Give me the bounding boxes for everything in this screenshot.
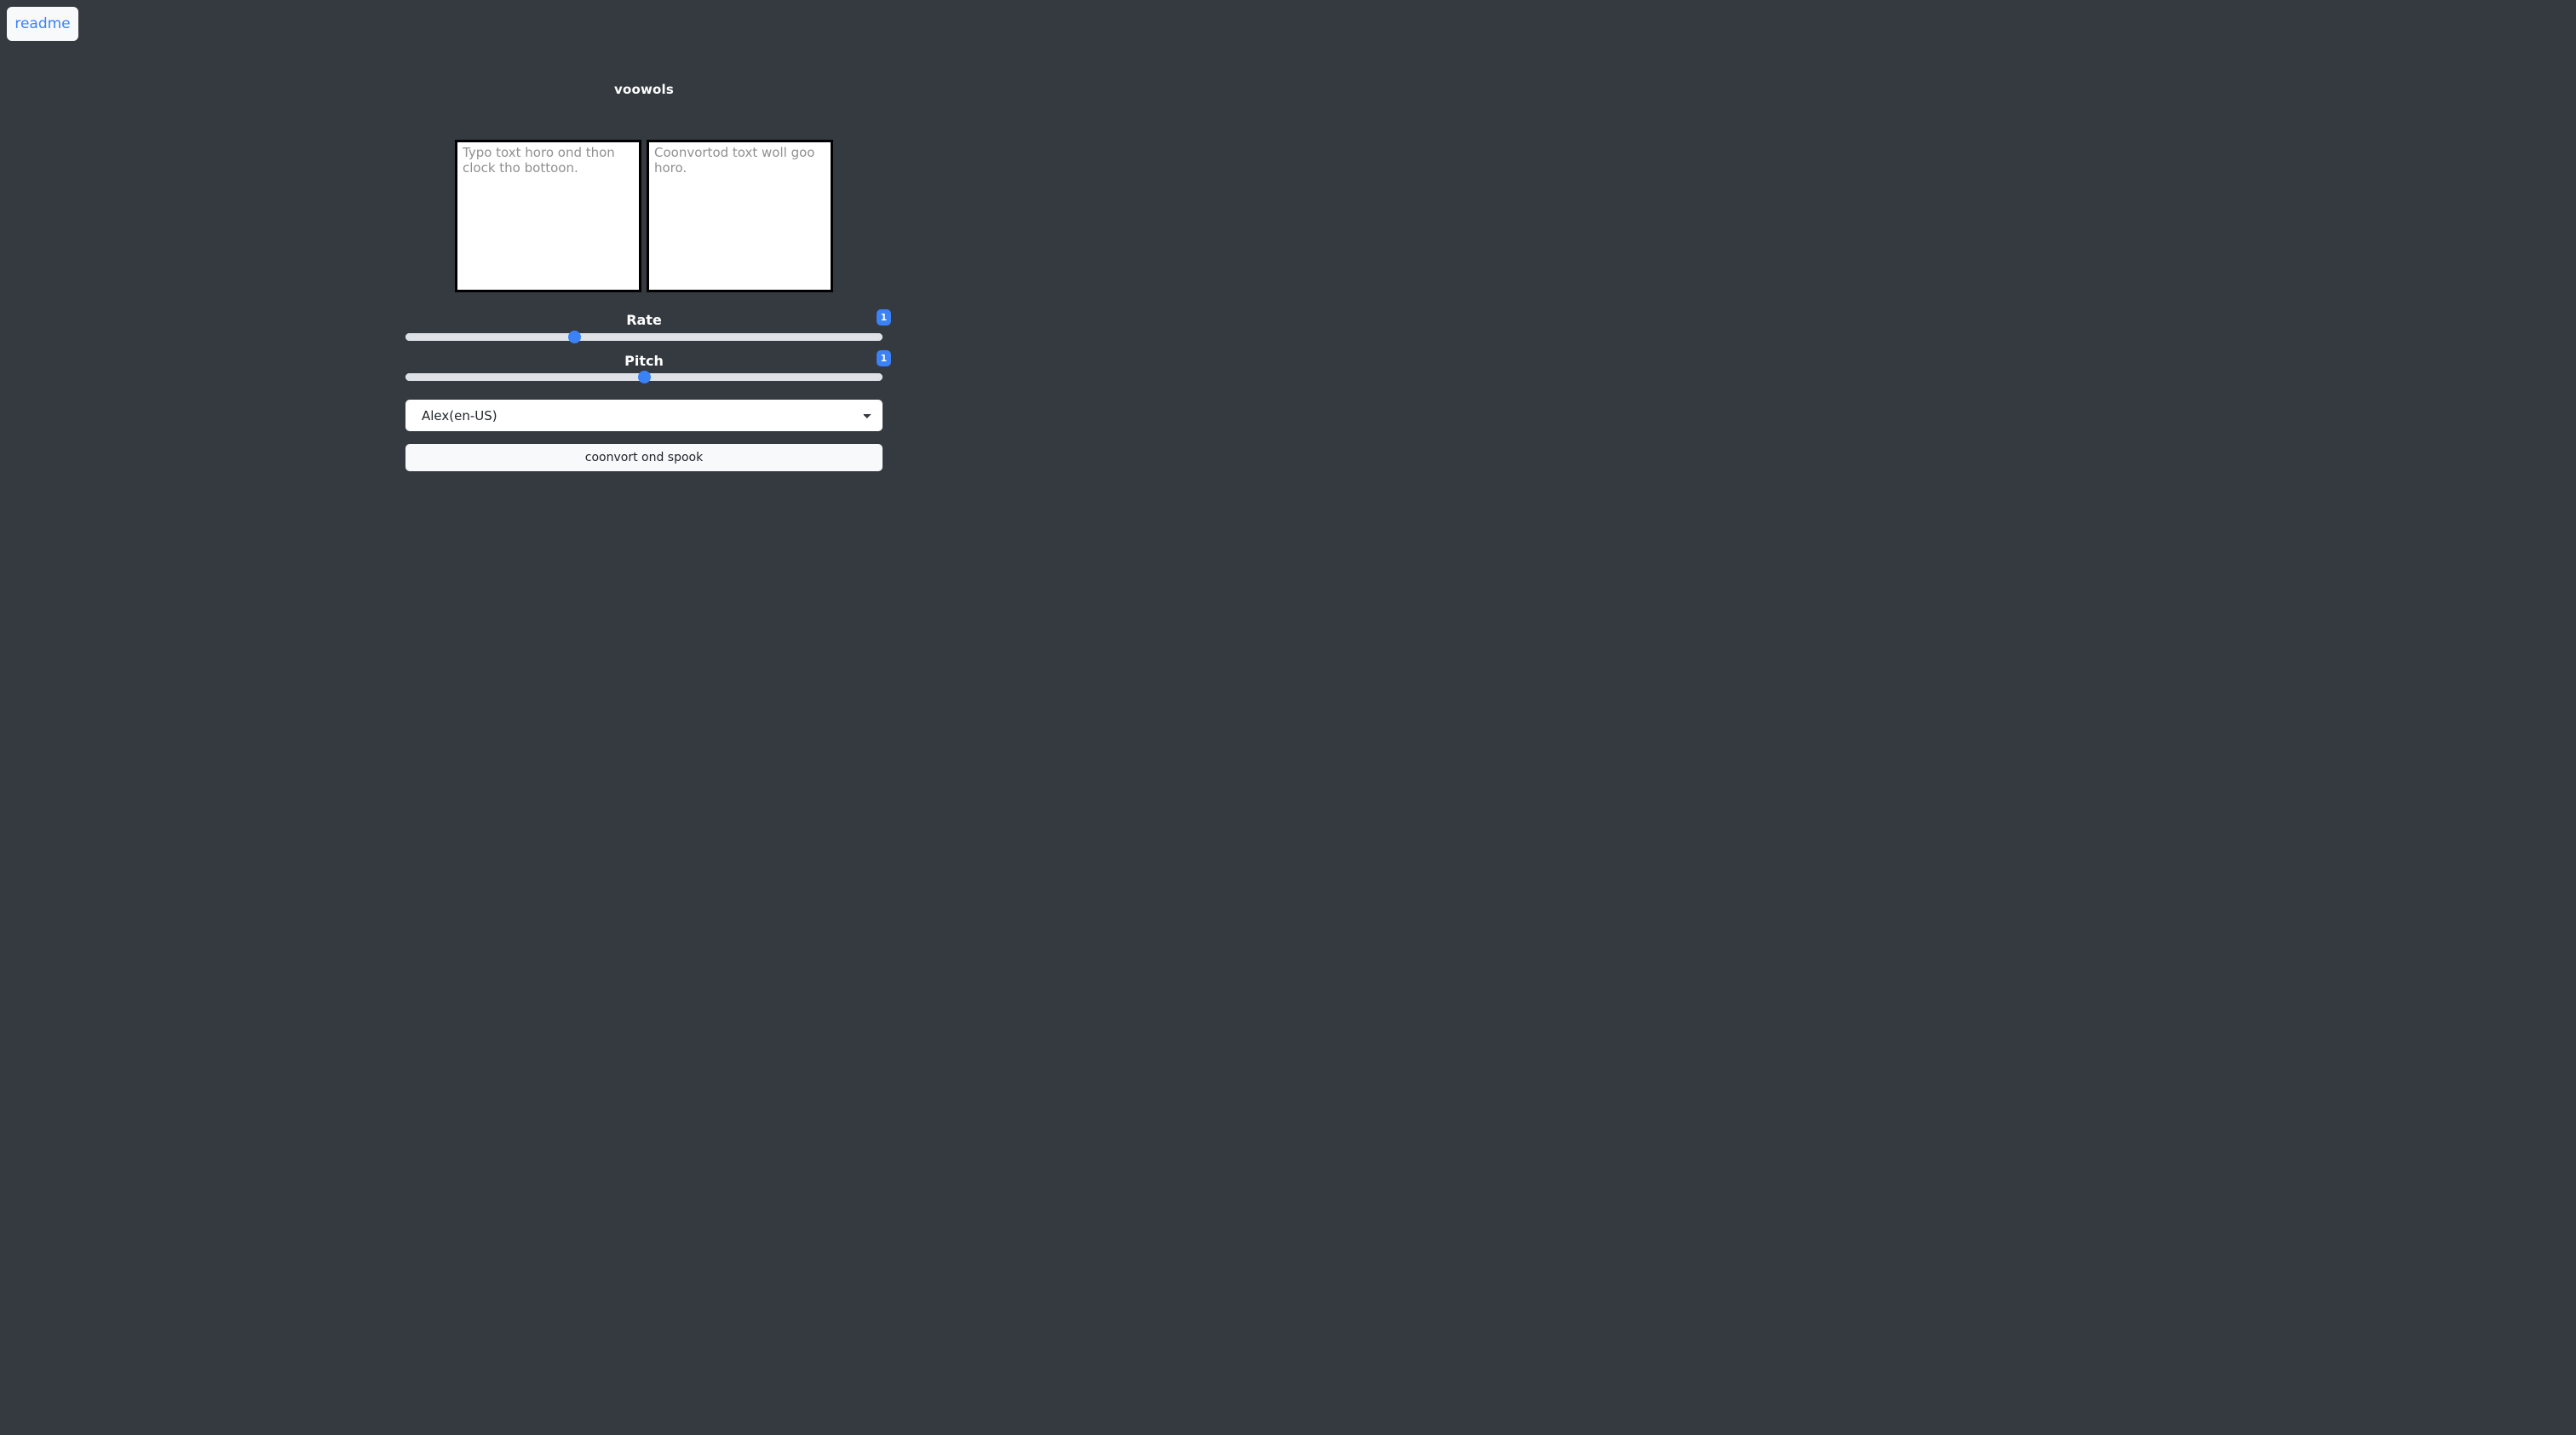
readme-button[interactable]: readme bbox=[7, 7, 78, 41]
pitch-slider[interactable] bbox=[405, 373, 883, 382]
convert-and-speak-button[interactable]: coonvort ond spook bbox=[405, 444, 883, 472]
rate-slider[interactable] bbox=[405, 332, 883, 341]
pitch-control-block: Pitch 1 bbox=[405, 349, 891, 382]
pitch-label: Pitch bbox=[624, 352, 664, 369]
pitch-value-badge: 1 bbox=[877, 349, 891, 366]
app-container: voowols Rate 1 Pitch 1 Alex(en-US) coonv… bbox=[0, 0, 1288, 472]
rate-value-badge: 1 bbox=[877, 309, 891, 326]
rate-control-block: Rate 1 bbox=[405, 309, 891, 341]
readme-button-label: readme bbox=[14, 14, 71, 32]
convert-and-speak-label: coonvort ond spook bbox=[584, 451, 704, 465]
rate-label: Rate bbox=[626, 312, 662, 328]
input-textarea[interactable] bbox=[455, 140, 641, 292]
voice-select[interactable]: Alex(en-US) bbox=[405, 400, 883, 432]
page-title: voowols bbox=[613, 82, 675, 97]
textarea-row bbox=[455, 140, 833, 292]
output-textarea[interactable] bbox=[647, 140, 833, 292]
